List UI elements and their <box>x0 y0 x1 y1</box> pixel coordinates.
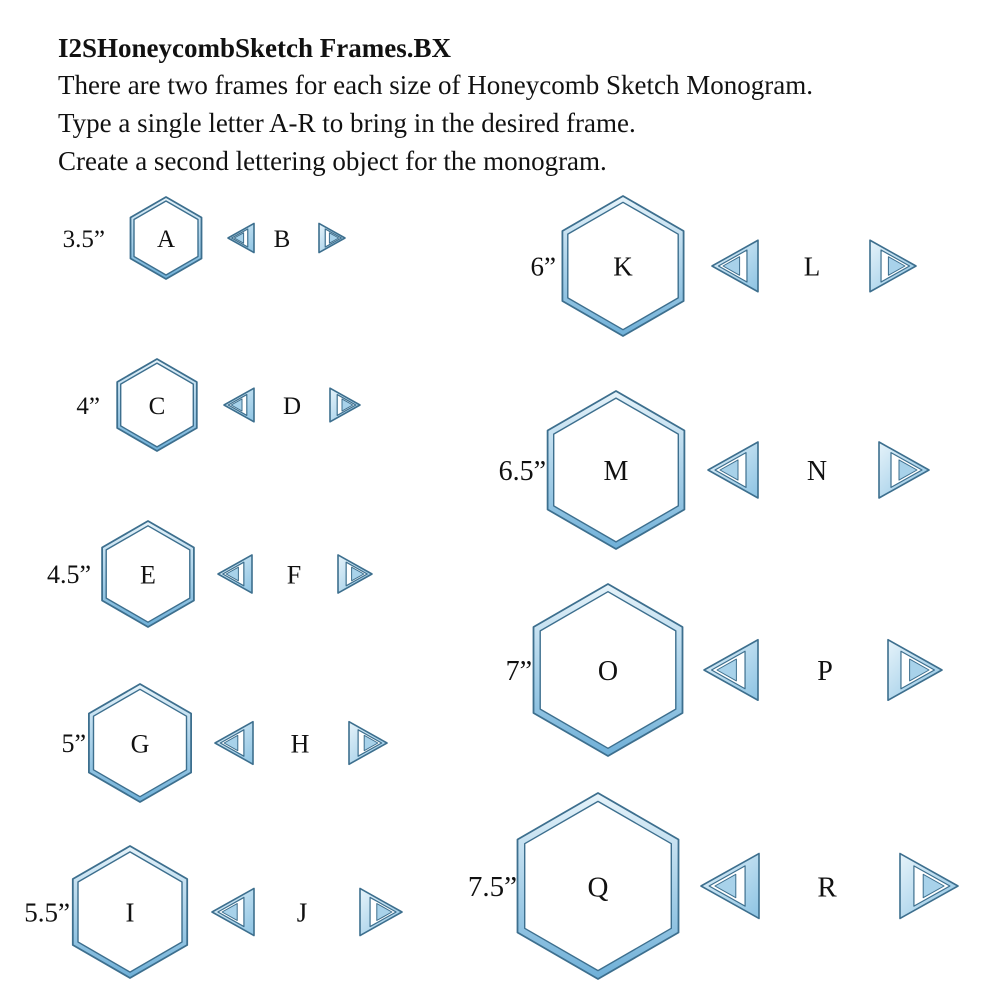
triangle-letter: J <box>297 898 308 928</box>
frame-group: 7.5” Q R <box>468 792 959 980</box>
instruction-line-1: There are two frames for each size of Ho… <box>58 70 813 100</box>
size-label: 7” <box>506 656 532 687</box>
hexagon-frame <box>532 583 684 757</box>
triangle-right-icon <box>348 720 388 766</box>
hexagon-frame <box>546 390 686 550</box>
triangle-left-icon <box>707 441 759 499</box>
frame-group: 5.5” I J <box>24 845 403 979</box>
size-label: 7.5” <box>468 871 517 903</box>
triangle-right-icon <box>899 852 959 920</box>
triangle-left-icon <box>703 638 759 702</box>
triangle-right-icon <box>887 638 943 702</box>
triangle-left-icon <box>217 554 253 594</box>
hexagon-frame <box>101 520 195 628</box>
frame-group: 6” K L <box>531 195 917 337</box>
hexagon-frame <box>516 792 680 980</box>
triangle-right-icon <box>318 222 346 254</box>
hexagon-frame <box>561 195 685 337</box>
frame-group: 5” G H <box>61 683 388 803</box>
hexagon-letter: O <box>598 656 618 687</box>
triangle-left-icon <box>223 387 255 423</box>
triangle-right-icon <box>329 387 361 423</box>
size-label: 5” <box>61 729 86 758</box>
triangle-left-icon <box>214 720 254 766</box>
hexagon-letter: Q <box>588 871 609 903</box>
triangle-letter: D <box>283 393 301 420</box>
document-title: I2SHoneycombSketch Frames.BX <box>58 33 451 63</box>
size-label: 4.5” <box>47 560 91 589</box>
triangle-letter: N <box>807 456 827 487</box>
hexagon-frame <box>116 358 198 452</box>
triangle-right-icon <box>878 441 930 499</box>
hexagon-letter: C <box>149 393 166 420</box>
hexagon-letter: K <box>613 252 633 282</box>
triangle-letter: L <box>804 252 821 282</box>
size-label: 6.5” <box>499 456 546 487</box>
triangle-letter: P <box>817 656 833 687</box>
frame-group: 3.5” A B <box>63 196 346 280</box>
frame-group: 4” C D <box>76 358 361 452</box>
instruction-line-3: Create a second lettering object for the… <box>58 146 607 176</box>
triangle-letter: H <box>291 729 310 758</box>
triangle-right-icon <box>359 887 403 937</box>
hexagon-letter: M <box>604 456 629 487</box>
hexagon-letter: A <box>157 226 175 253</box>
header: I2SHoneycombSketch Frames.BX There are t… <box>58 30 813 180</box>
hexagon-letter: E <box>140 560 156 589</box>
size-label: 3.5” <box>63 226 105 253</box>
hexagon-frame <box>71 845 189 979</box>
triangle-left-icon <box>711 239 759 293</box>
size-label: 4” <box>76 393 100 420</box>
hexagon-letter: G <box>131 729 150 758</box>
triangle-letter: B <box>274 226 291 253</box>
triangle-letter: F <box>287 560 301 589</box>
triangle-left-icon <box>700 852 760 920</box>
triangle-left-icon <box>211 887 255 937</box>
frame-group: 6.5” M N <box>499 390 930 550</box>
frame-group: 4.5” E F <box>47 520 373 628</box>
hexagon-letter: I <box>126 898 135 928</box>
hexagon-frame <box>129 196 203 280</box>
triangle-letter: R <box>817 871 837 903</box>
triangle-right-icon <box>337 554 373 594</box>
instruction-line-2: Type a single letter A-R to bring in the… <box>58 108 636 138</box>
frame-group: 7” O P <box>506 583 943 757</box>
size-label: 6” <box>531 251 556 281</box>
hexagon-frame <box>88 683 193 803</box>
triangle-left-icon <box>227 222 255 254</box>
size-label: 5.5” <box>24 897 70 927</box>
triangle-right-icon <box>869 239 917 293</box>
